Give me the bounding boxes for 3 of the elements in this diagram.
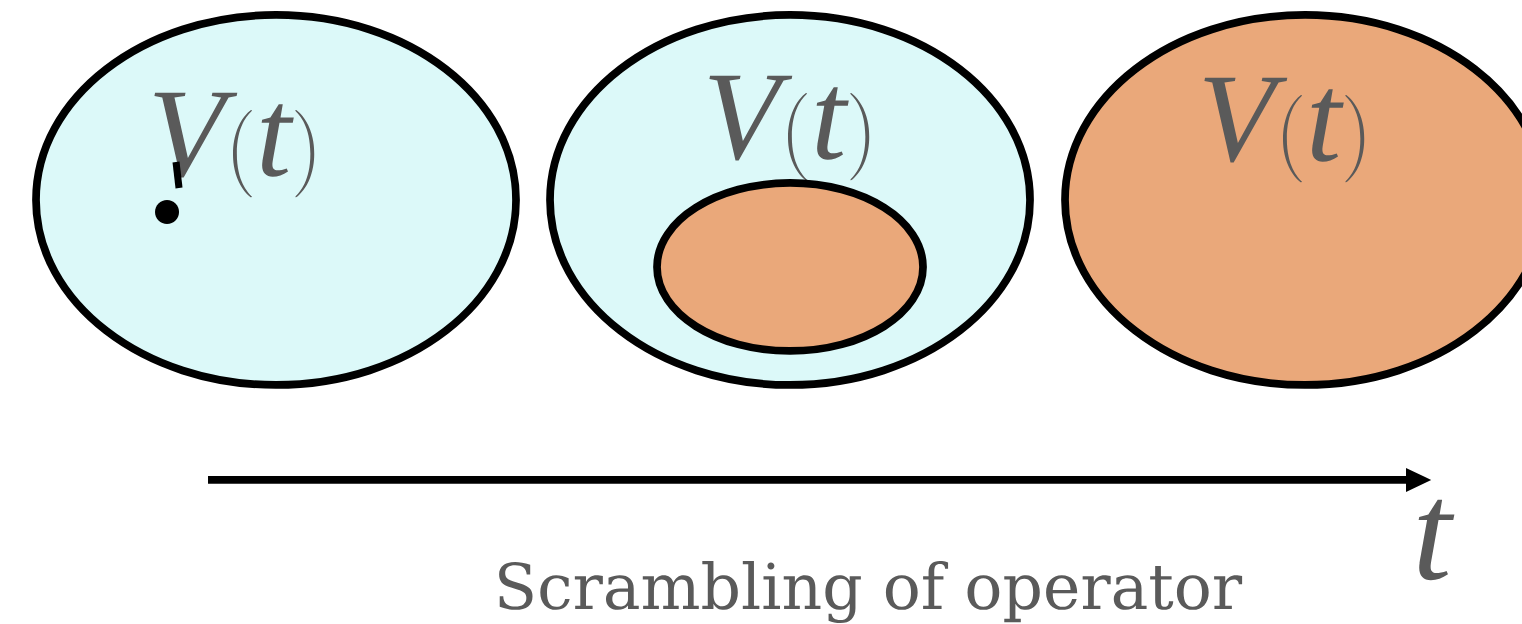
ellipse — [653, 179, 927, 355]
axis-label: $t$ — [1418, 499, 1455, 581]
caption-text: Scrambling of operator — [499, 560, 1243, 624]
